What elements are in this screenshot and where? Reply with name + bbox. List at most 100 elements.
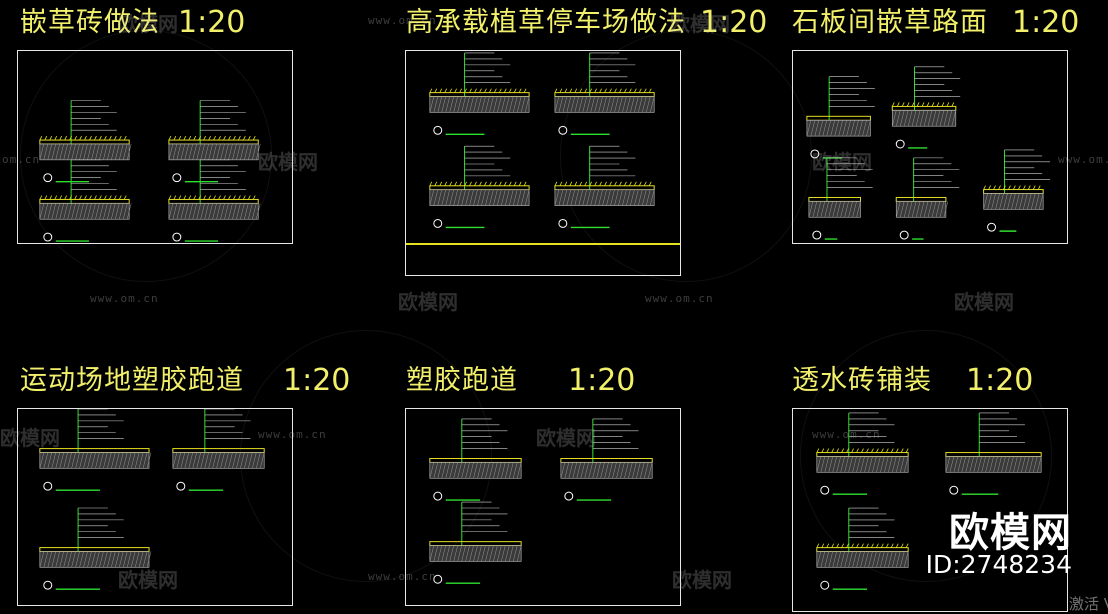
hatch-line bbox=[146, 452, 152, 469]
grass-blade bbox=[851, 448, 854, 453]
watermark-logo: 欧模网 bbox=[536, 426, 596, 450]
hatch-line bbox=[856, 551, 861, 568]
hatch-line bbox=[580, 462, 585, 479]
hatch-line bbox=[115, 203, 120, 220]
hatch-line bbox=[838, 120, 843, 137]
hatch-line bbox=[493, 545, 498, 562]
hatch-line bbox=[578, 189, 583, 206]
hatch-line bbox=[810, 120, 816, 137]
surface-layer bbox=[554, 92, 655, 98]
hatch-line bbox=[562, 96, 568, 113]
grass-blade bbox=[434, 181, 438, 186]
grass-blade bbox=[118, 195, 122, 200]
hatch-line bbox=[1017, 456, 1022, 473]
surface-layer bbox=[983, 189, 1044, 195]
detail-marker bbox=[820, 485, 830, 495]
grass-blade bbox=[518, 88, 522, 93]
hatch-line bbox=[212, 452, 217, 469]
hatch-line bbox=[248, 203, 253, 220]
hatch-line bbox=[91, 203, 96, 220]
hatch-line bbox=[582, 96, 587, 113]
hatch-line bbox=[848, 551, 853, 568]
hatch-line bbox=[465, 189, 470, 206]
grass-blade bbox=[238, 135, 241, 141]
grass-blade bbox=[49, 195, 53, 200]
hatch-line bbox=[638, 189, 643, 206]
hatch-line bbox=[236, 203, 241, 220]
hatch-line bbox=[437, 545, 442, 562]
hatch-line bbox=[71, 203, 76, 220]
hatch-line bbox=[51, 452, 56, 469]
hatch-line bbox=[509, 545, 514, 562]
grass-blade bbox=[821, 448, 825, 453]
hatch-line bbox=[130, 551, 136, 568]
hatch-line bbox=[628, 462, 633, 479]
grass-blade bbox=[198, 195, 202, 200]
panel-scale: 1:20 bbox=[568, 363, 636, 398]
hatch-line bbox=[59, 551, 64, 568]
drawing-frame bbox=[792, 50, 1068, 244]
watermark-logo: 欧模网 bbox=[812, 150, 872, 174]
hatch-line bbox=[566, 96, 572, 113]
hatch-line bbox=[586, 96, 591, 113]
grass-blade bbox=[508, 181, 512, 186]
grass-blade bbox=[564, 88, 568, 93]
hatch-line bbox=[872, 551, 877, 568]
hatch-line bbox=[497, 462, 502, 479]
grass-blade bbox=[59, 135, 63, 141]
hatch-line bbox=[75, 551, 80, 568]
hatch-line bbox=[1007, 193, 1012, 210]
hatch-line bbox=[899, 456, 905, 473]
grass-blade bbox=[464, 181, 467, 186]
hatch-line bbox=[192, 143, 197, 160]
hatch-line bbox=[138, 452, 144, 469]
hatch-line bbox=[903, 456, 909, 473]
grass-blade bbox=[84, 135, 87, 141]
grass-blade bbox=[223, 135, 226, 141]
grass-blade bbox=[906, 102, 910, 107]
hatch-line bbox=[856, 201, 861, 218]
hatch-line bbox=[884, 456, 889, 473]
hatch-line bbox=[935, 110, 941, 127]
grass-blade bbox=[1008, 185, 1011, 190]
watermark-url: www.om.cn bbox=[1058, 153, 1108, 166]
grass-blade bbox=[523, 181, 527, 186]
grass-blade bbox=[113, 135, 117, 141]
grass-blade bbox=[993, 185, 996, 190]
hatch-line bbox=[808, 201, 814, 218]
hatch-line bbox=[1013, 456, 1018, 473]
hatch-line bbox=[192, 452, 197, 469]
hatch-line bbox=[896, 456, 901, 473]
grass-blade bbox=[252, 195, 256, 200]
surface-layer bbox=[429, 92, 530, 98]
grass-blade bbox=[871, 448, 874, 453]
grass-blade bbox=[579, 181, 583, 186]
hatch-line bbox=[493, 189, 498, 206]
hatch-line bbox=[71, 452, 76, 469]
hatch-line bbox=[864, 551, 869, 568]
grass-blade bbox=[242, 195, 246, 200]
hatch-line bbox=[39, 551, 45, 568]
hatch-line bbox=[570, 96, 576, 113]
grass-blade bbox=[1017, 185, 1021, 190]
surface-layer bbox=[816, 452, 909, 458]
hatch-line bbox=[973, 456, 978, 473]
grass-blade bbox=[901, 102, 905, 107]
surface-layer bbox=[808, 196, 862, 202]
hatch-line bbox=[991, 193, 996, 210]
paving-section-drawings bbox=[806, 66, 1051, 240]
grass-blade bbox=[624, 181, 627, 186]
grass-blade bbox=[861, 543, 864, 548]
hatch-line bbox=[931, 201, 937, 218]
hatch-line bbox=[75, 143, 80, 160]
hatch-line bbox=[1005, 456, 1010, 473]
hatch-line bbox=[111, 551, 116, 568]
hatch-line bbox=[505, 96, 510, 113]
hatch-line bbox=[95, 452, 100, 469]
hatch-line bbox=[256, 452, 261, 469]
grass-blade bbox=[168, 135, 172, 141]
grass-blade bbox=[876, 448, 879, 453]
hatch-line bbox=[612, 462, 617, 479]
hatch-line bbox=[866, 120, 871, 137]
grass-blade bbox=[223, 195, 226, 200]
